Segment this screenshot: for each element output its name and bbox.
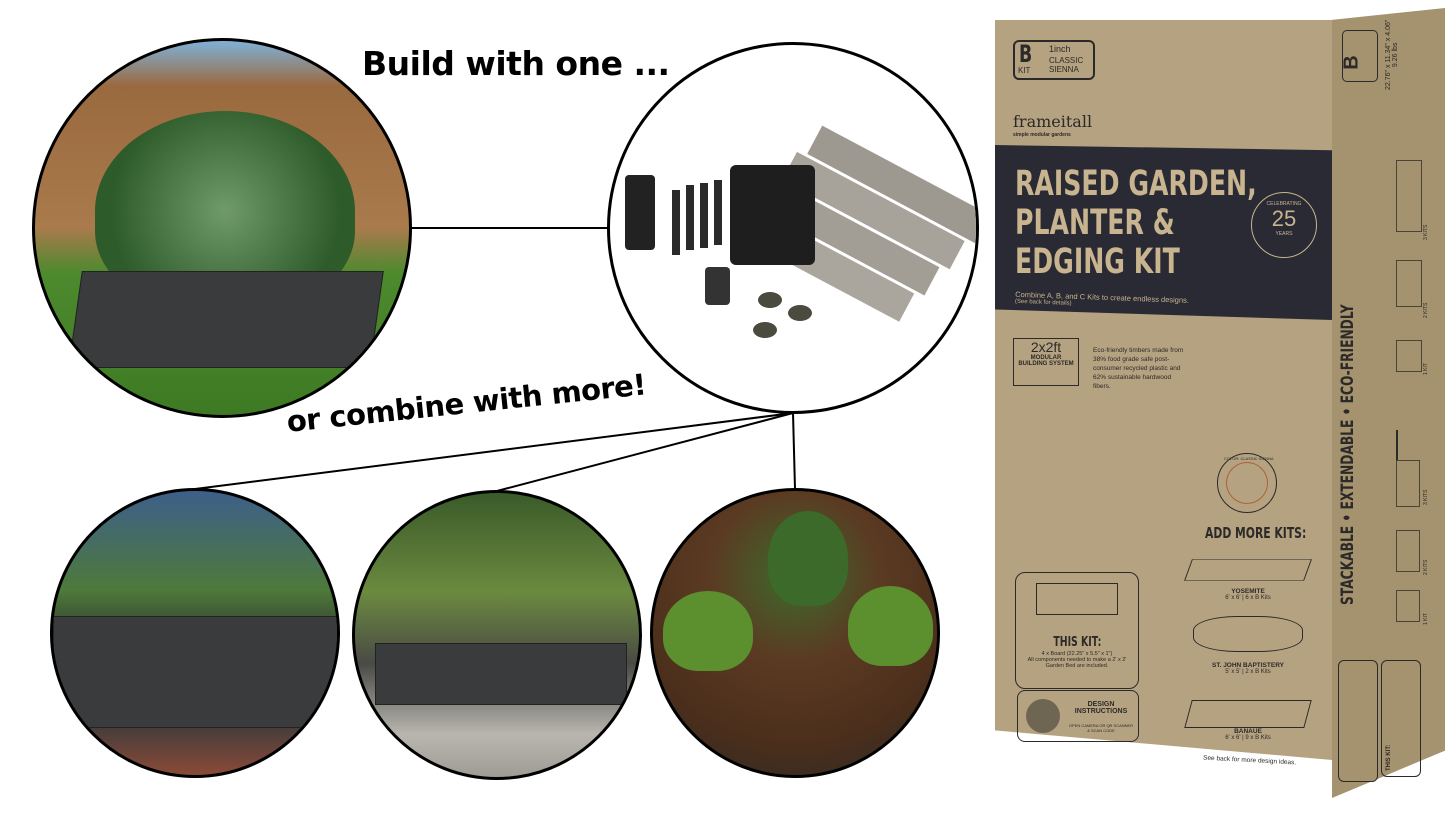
- kit-yosemite: YOSEMITE 6' x 6' | 6 x B Kits: [1184, 552, 1312, 601]
- connector-line-left: [194, 412, 794, 490]
- kit-components-photo: [607, 42, 979, 414]
- garden-bed: [53, 616, 337, 728]
- side-label: 1 KIT: [1423, 613, 1429, 625]
- swatch-label: COLOR: CLASSIC SIENNA: [1224, 456, 1274, 461]
- design-sub: OPEN CAMERA OR QR SCANNER & SCAN CODE: [1068, 723, 1134, 733]
- side-label: 3 KITS: [1423, 224, 1429, 240]
- diagram-stack-2: [1396, 530, 1420, 572]
- title-line: EDGING KIT: [1015, 242, 1180, 282]
- kit-name: YOSEMITE: [1231, 588, 1265, 595]
- board: [781, 151, 965, 270]
- board: [807, 125, 976, 244]
- this-kit-panel: THIS KIT: 4 x Board (22.25" x 5.5" x 1")…: [1015, 572, 1139, 689]
- anniversary-badge: CELEBRATING 25 YEARS: [1251, 192, 1317, 258]
- headline-build-with-one: Build with one ...: [362, 44, 670, 83]
- plant: [848, 586, 933, 666]
- connector-line-right: [792, 412, 796, 490]
- color-swatch: COLOR: CLASSIC SIENNA: [1217, 453, 1277, 513]
- brand-logo: frameitall: [1013, 112, 1093, 131]
- side-weight: 9.26 lbs: [1392, 42, 1399, 68]
- side-this-kit: THIS KIT:: [1381, 660, 1421, 777]
- side-label: 1 KIT: [1423, 363, 1429, 375]
- see-back-note: See back for more design ideas.: [1202, 754, 1297, 767]
- combined-bed-photo-2: [352, 490, 642, 780]
- divider: [1396, 430, 1398, 460]
- box-side: [1332, 8, 1445, 798]
- side-slogan: STACKABLE • EXTENDABLE • ECO-FRIENDLY: [1338, 304, 1358, 605]
- badge-bottom: YEARS: [1275, 231, 1293, 237]
- kit-st-john-baptistery: ST. JOHN BAPTISTERY 5' x 5' | 2 x B Kits: [1193, 616, 1303, 675]
- diagram-1-kit: [1396, 340, 1422, 372]
- brand-tagline: simple modular gardens: [1013, 132, 1071, 138]
- kit-drawing: [1184, 559, 1312, 581]
- kit-color-line1: CLASSIC: [1049, 56, 1084, 65]
- kit-label: KIT: [1018, 66, 1031, 75]
- kit-banaue: BANAUE 6' x 6' | 9 x B Kits: [1184, 700, 1312, 741]
- qr-code-icon[interactable]: [1026, 699, 1060, 733]
- kit-thickness: 1inch: [1049, 44, 1071, 54]
- size-sub1: MODULAR: [1030, 355, 1062, 361]
- combined-bed-photo-3: [650, 488, 940, 778]
- kit-spec: 5' x 5' | 2 x B Kits: [1225, 669, 1271, 675]
- connector-line-center: [496, 412, 794, 492]
- side-this-kit-title: THIS KIT:: [1386, 744, 1392, 771]
- side-kit-letter: B: [1340, 55, 1363, 70]
- design-title: DESIGN INSTRUCTIONS: [1074, 701, 1128, 715]
- kit-drawing: [1184, 700, 1312, 728]
- side-diagrams: [1396, 160, 1422, 622]
- kit-spec: 6' x 6' | 9 x B Kits: [1225, 735, 1271, 741]
- shrub: [768, 511, 848, 606]
- kit-name: BANAUE: [1234, 728, 1262, 735]
- size-main: 2x2ft: [1030, 339, 1062, 355]
- kit-spec: 6' x 6' | 6 x B Kits: [1225, 595, 1271, 601]
- sienna-ring: [1226, 462, 1268, 504]
- corner-brackets: [730, 165, 815, 265]
- kit-name: ST. JOHN BAPTISTERY: [1212, 662, 1284, 669]
- side-dims: 22.76" x 11.34" x 4.06" 9.26 lbs: [1385, 20, 1399, 90]
- design-instructions-panel: DESIGN INSTRUCTIONS OPEN CAMERA OR QR SC…: [1017, 690, 1139, 742]
- kit-color-line2: SIENNA: [1049, 65, 1079, 74]
- this-kit-drawing: [1036, 583, 1118, 615]
- diagram-3-kits: [1396, 160, 1422, 232]
- garden-bed: [375, 643, 627, 705]
- title-line: PLANTER &: [1015, 203, 1175, 243]
- side-label: 2 KITS: [1423, 302, 1429, 318]
- side-design-qr: [1338, 660, 1378, 782]
- size-box: 2x2ft MODULAR BUILDING SYSTEM: [1013, 338, 1079, 386]
- this-kit-title: THIS KIT:: [1052, 635, 1102, 650]
- diagram-stack-3: [1396, 460, 1420, 507]
- kit-parts-illustration: [625, 125, 976, 338]
- combined-bed-photo-1: [50, 488, 340, 778]
- title-line: RAISED GARDEN,: [1015, 164, 1257, 204]
- garden-bed: [68, 271, 384, 368]
- badge-number: 25: [1271, 206, 1297, 231]
- product-box: B KIT 1inch CLASSIC SIENNA frameitall si…: [993, 0, 1445, 813]
- stakes: [672, 180, 722, 255]
- diagram-2-kits: [1396, 260, 1422, 307]
- eco-text: Eco-friendly timbers made from 38% food …: [1093, 347, 1184, 390]
- side-label: 2 KITS: [1423, 559, 1429, 575]
- this-kit-line1: 4 x Board (22.25" x 5.5" x 1"): [1041, 651, 1113, 657]
- this-kit-line2: All components needed to make a 2' x 2' …: [1027, 657, 1127, 669]
- side-label: 3 KITS: [1423, 489, 1429, 505]
- screws: [705, 267, 730, 305]
- caps: [753, 292, 812, 338]
- bracket: [625, 175, 655, 250]
- kit-letter: B: [1019, 40, 1033, 68]
- plant: [663, 591, 753, 671]
- size-sub2: BUILDING SYSTEM: [1018, 361, 1074, 367]
- side-kit-badge: B: [1340, 30, 1378, 82]
- diagram-stack-1: [1396, 590, 1420, 622]
- add-more-kits-heading: ADD MORE KITS:: [1205, 524, 1307, 542]
- kit-badge: B KIT 1inch CLASSIC SIENNA: [1013, 40, 1095, 80]
- single-bed-photo: [32, 38, 412, 418]
- side-dimensions: 22.76" x 11.34" x 4.06": [1385, 19, 1392, 90]
- kit-drawing: [1193, 616, 1303, 652]
- badge-top: CELEBRATING: [1266, 201, 1302, 207]
- product-title: RAISED GARDEN, PLANTER & EDGING KIT: [1015, 165, 1257, 282]
